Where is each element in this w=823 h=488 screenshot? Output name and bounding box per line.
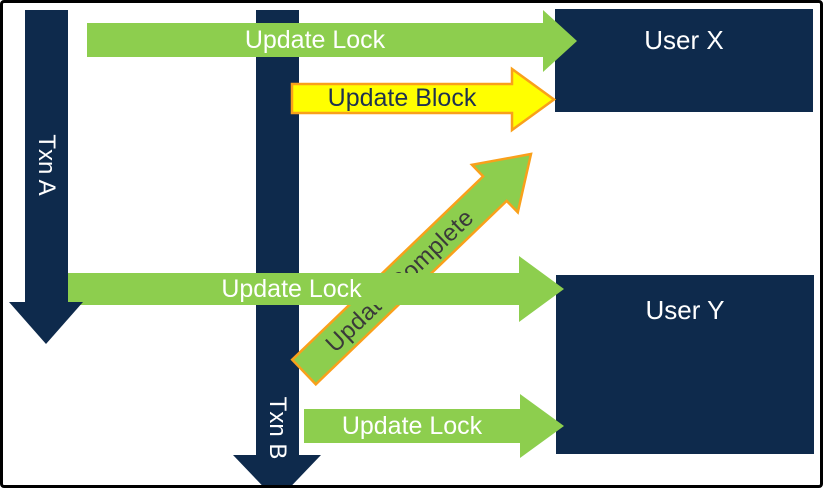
txn-a-arrowhead bbox=[9, 302, 83, 344]
update-lock-top-arrowhead bbox=[543, 10, 577, 72]
update-block-label: Update Block bbox=[327, 84, 477, 112]
user-x-label: User X bbox=[644, 25, 724, 55]
update-lock-bottom-arrow: Update Lock bbox=[304, 409, 520, 443]
update-lock-top-arrow: Update Lock bbox=[87, 23, 543, 57]
user-y-label: User Y bbox=[645, 295, 725, 325]
update-lock-bottom-arrowhead bbox=[520, 394, 564, 458]
update-lock-top-label: Update Lock bbox=[244, 25, 386, 54]
update-lock-middle-label: Update Lock bbox=[221, 274, 362, 303]
update-lock-middle-arrowhead bbox=[519, 256, 564, 322]
user-x-box: User X bbox=[555, 9, 813, 112]
txn-a-label: Txn A bbox=[33, 134, 60, 196]
update-lock-bottom-label: Update Lock bbox=[341, 411, 483, 440]
txn-a-arrow-shaft bbox=[25, 10, 68, 302]
txn-b-arrowhead bbox=[233, 455, 321, 488]
txn-b-label: Txn B bbox=[264, 396, 291, 460]
update-lock-middle-arrow: Update Lock bbox=[64, 273, 519, 305]
update-complete-arrow-shape bbox=[290, 152, 533, 387]
txn-b-arrow-shaft bbox=[256, 10, 299, 456]
user-y-box: User Y bbox=[556, 275, 814, 454]
